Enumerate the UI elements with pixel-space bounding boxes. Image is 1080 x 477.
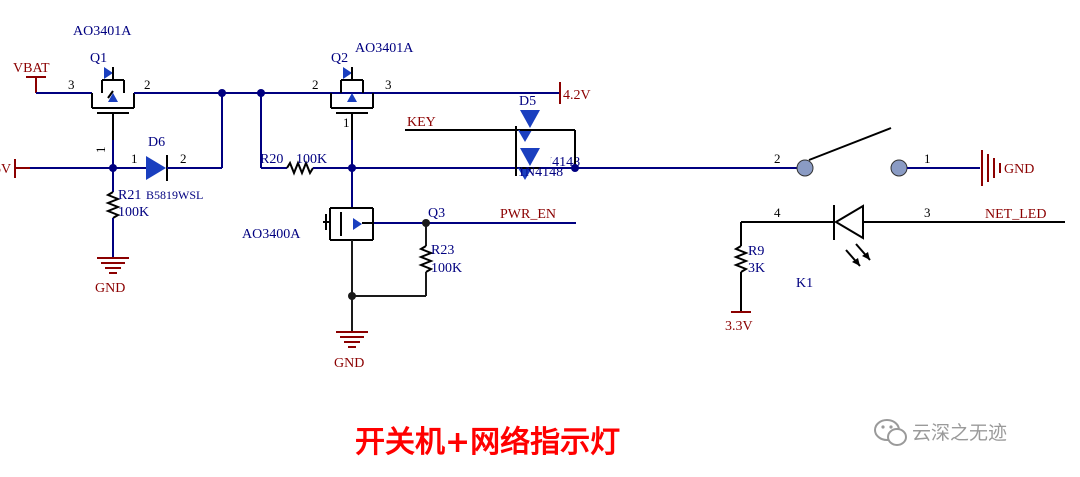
- d5-ref-label: D5: [519, 94, 536, 109]
- q3-mosfet-symbol: [323, 200, 374, 241]
- q2-pin2-label: 2: [312, 77, 319, 92]
- k1-led-symbol: [833, 204, 871, 267]
- k1-ref-label: K1: [796, 276, 813, 291]
- d6-pin2-label: 2: [180, 151, 187, 166]
- r23-ref-label: R23: [431, 243, 454, 258]
- q1-pin3-label: 3: [68, 77, 75, 92]
- q3-ref-label: Q3: [428, 206, 445, 221]
- gnd-symbol-1: [97, 257, 129, 274]
- d6-schottky-symbol: [146, 155, 168, 181]
- net-net-led-label: NET_LED: [985, 207, 1046, 222]
- gnd-label-3: GND: [1004, 162, 1034, 177]
- r21-resistor-symbol: [105, 191, 121, 219]
- r20-value-label: 100K: [296, 152, 327, 167]
- d6-pin1-label: 1: [131, 151, 138, 166]
- watermark-text: 云深之无迹: [912, 422, 1007, 444]
- q2-pin1-label: 1: [343, 115, 350, 130]
- q2-ref-label: Q2: [331, 51, 348, 66]
- wechat-icon: [874, 419, 907, 446]
- k1-pin3-label: 3: [924, 205, 931, 220]
- q1-part-label: AO3401A: [73, 24, 132, 39]
- r9-resistor-symbol: [733, 245, 749, 273]
- k1-switch-lever: [808, 127, 892, 161]
- k1-contact-right: [890, 159, 908, 177]
- d5-diode-symbol: [515, 110, 541, 180]
- r21-ref-label: R21: [118, 188, 141, 203]
- r9-value-label: 3K: [748, 261, 765, 276]
- net-vbat-label: VBAT: [13, 61, 50, 76]
- d6-ref-label: D6: [148, 135, 165, 150]
- k1-pin1-label: 1: [924, 151, 931, 166]
- q2-part-label: AO3401A: [355, 41, 414, 56]
- net-5v-label: 5V: [0, 162, 11, 177]
- q2-mosfet-symbol: [330, 67, 374, 140]
- r20-resistor-symbol: [286, 160, 314, 176]
- diagram-title: 开关机+网络指示灯: [355, 425, 620, 460]
- q3-part-label: AO3400A: [242, 227, 301, 242]
- net-pwr-en-label: PWR_EN: [500, 207, 556, 222]
- r23-value-label: 100K: [431, 261, 462, 276]
- junction-q2-gate: [348, 164, 356, 172]
- q1-ref-label: Q1: [90, 51, 107, 66]
- q1-pin2-label: 2: [144, 77, 151, 92]
- gnd-symbol-3: [981, 150, 1001, 186]
- r20-ref-label: R20: [260, 152, 283, 167]
- q1-mosfet-symbol: [91, 67, 135, 140]
- net-3v3-label: 3.3V: [725, 319, 753, 334]
- gnd-label-2: GND: [334, 356, 364, 371]
- gnd-symbol-2: [336, 331, 368, 348]
- net-key-label: KEY: [407, 115, 436, 130]
- r23-resistor-symbol: [418, 245, 434, 273]
- gnd-label-1: GND: [95, 281, 125, 296]
- k1-pin4-label: 4: [774, 205, 781, 220]
- net-4v2-label: 4.2V: [563, 88, 591, 103]
- r21-value-label: 100K: [118, 205, 149, 220]
- k1-contact-left: [796, 159, 814, 177]
- k1-pin2-label: 2: [774, 151, 781, 166]
- q2-pin3-label: 3: [385, 77, 392, 92]
- junction-rail-1: [218, 89, 226, 97]
- d6-part-label: B5819WSL: [146, 188, 203, 202]
- r9-ref-label: R9: [748, 244, 764, 259]
- junction-d5: [571, 164, 579, 172]
- q1-pin1-label: 1: [93, 147, 108, 154]
